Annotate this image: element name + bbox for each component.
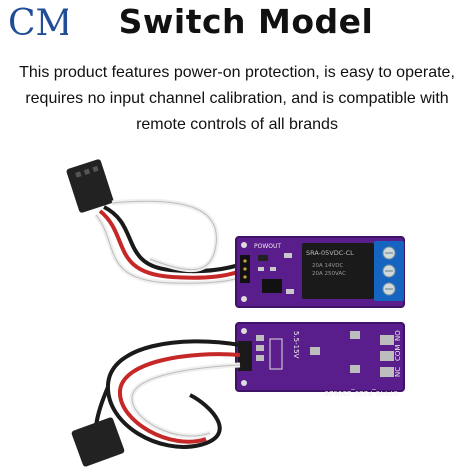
brand-logo: CM bbox=[8, 3, 68, 42]
relay-block bbox=[302, 243, 374, 299]
top-relay-board: POWOUT SRA-05VDC-CL 20A 14VDC 20A 250VAC bbox=[235, 236, 405, 308]
pcb-voltage-label: 5.5-15V bbox=[292, 331, 300, 359]
pcb-serial-label: 87446_P2S0_250626 bbox=[324, 389, 398, 397]
relay-text-3: 20A 250VAC bbox=[312, 271, 346, 277]
bottom-relay-board: 5.5-15V 87446_P2S0_250626 NC COM NO bbox=[235, 322, 405, 397]
pcb-bottom bbox=[235, 322, 405, 392]
product-description: This product features power-on protectio… bbox=[0, 60, 474, 138]
page-title: Switch Model bbox=[118, 2, 374, 41]
description-line-3: remote controls of all brands bbox=[136, 116, 338, 133]
servo-connector-top bbox=[66, 159, 114, 213]
pcb-label-out: POWOUT bbox=[254, 243, 281, 250]
top-servo-cable bbox=[66, 159, 260, 286]
description-line-2: requires no input channel calibration, a… bbox=[25, 90, 449, 107]
description-line-1: This product features power-on protectio… bbox=[19, 64, 455, 81]
pcb-com-label: COM bbox=[394, 345, 402, 361]
logo-text: CM bbox=[8, 3, 68, 42]
pcb-nc-label: NC bbox=[394, 367, 402, 377]
relay-text-1: SRA-05VDC-CL bbox=[306, 249, 354, 257]
servo-connector-bottom bbox=[71, 417, 125, 467]
bottom-servo-cable bbox=[71, 339, 252, 467]
relay-text-2: 20A 14VDC bbox=[312, 263, 344, 269]
product-photo: POWOUT SRA-05VDC-CL 20A 14VDC 20A 250VAC… bbox=[66, 159, 405, 467]
pcb-no-label: NO bbox=[394, 330, 402, 341]
